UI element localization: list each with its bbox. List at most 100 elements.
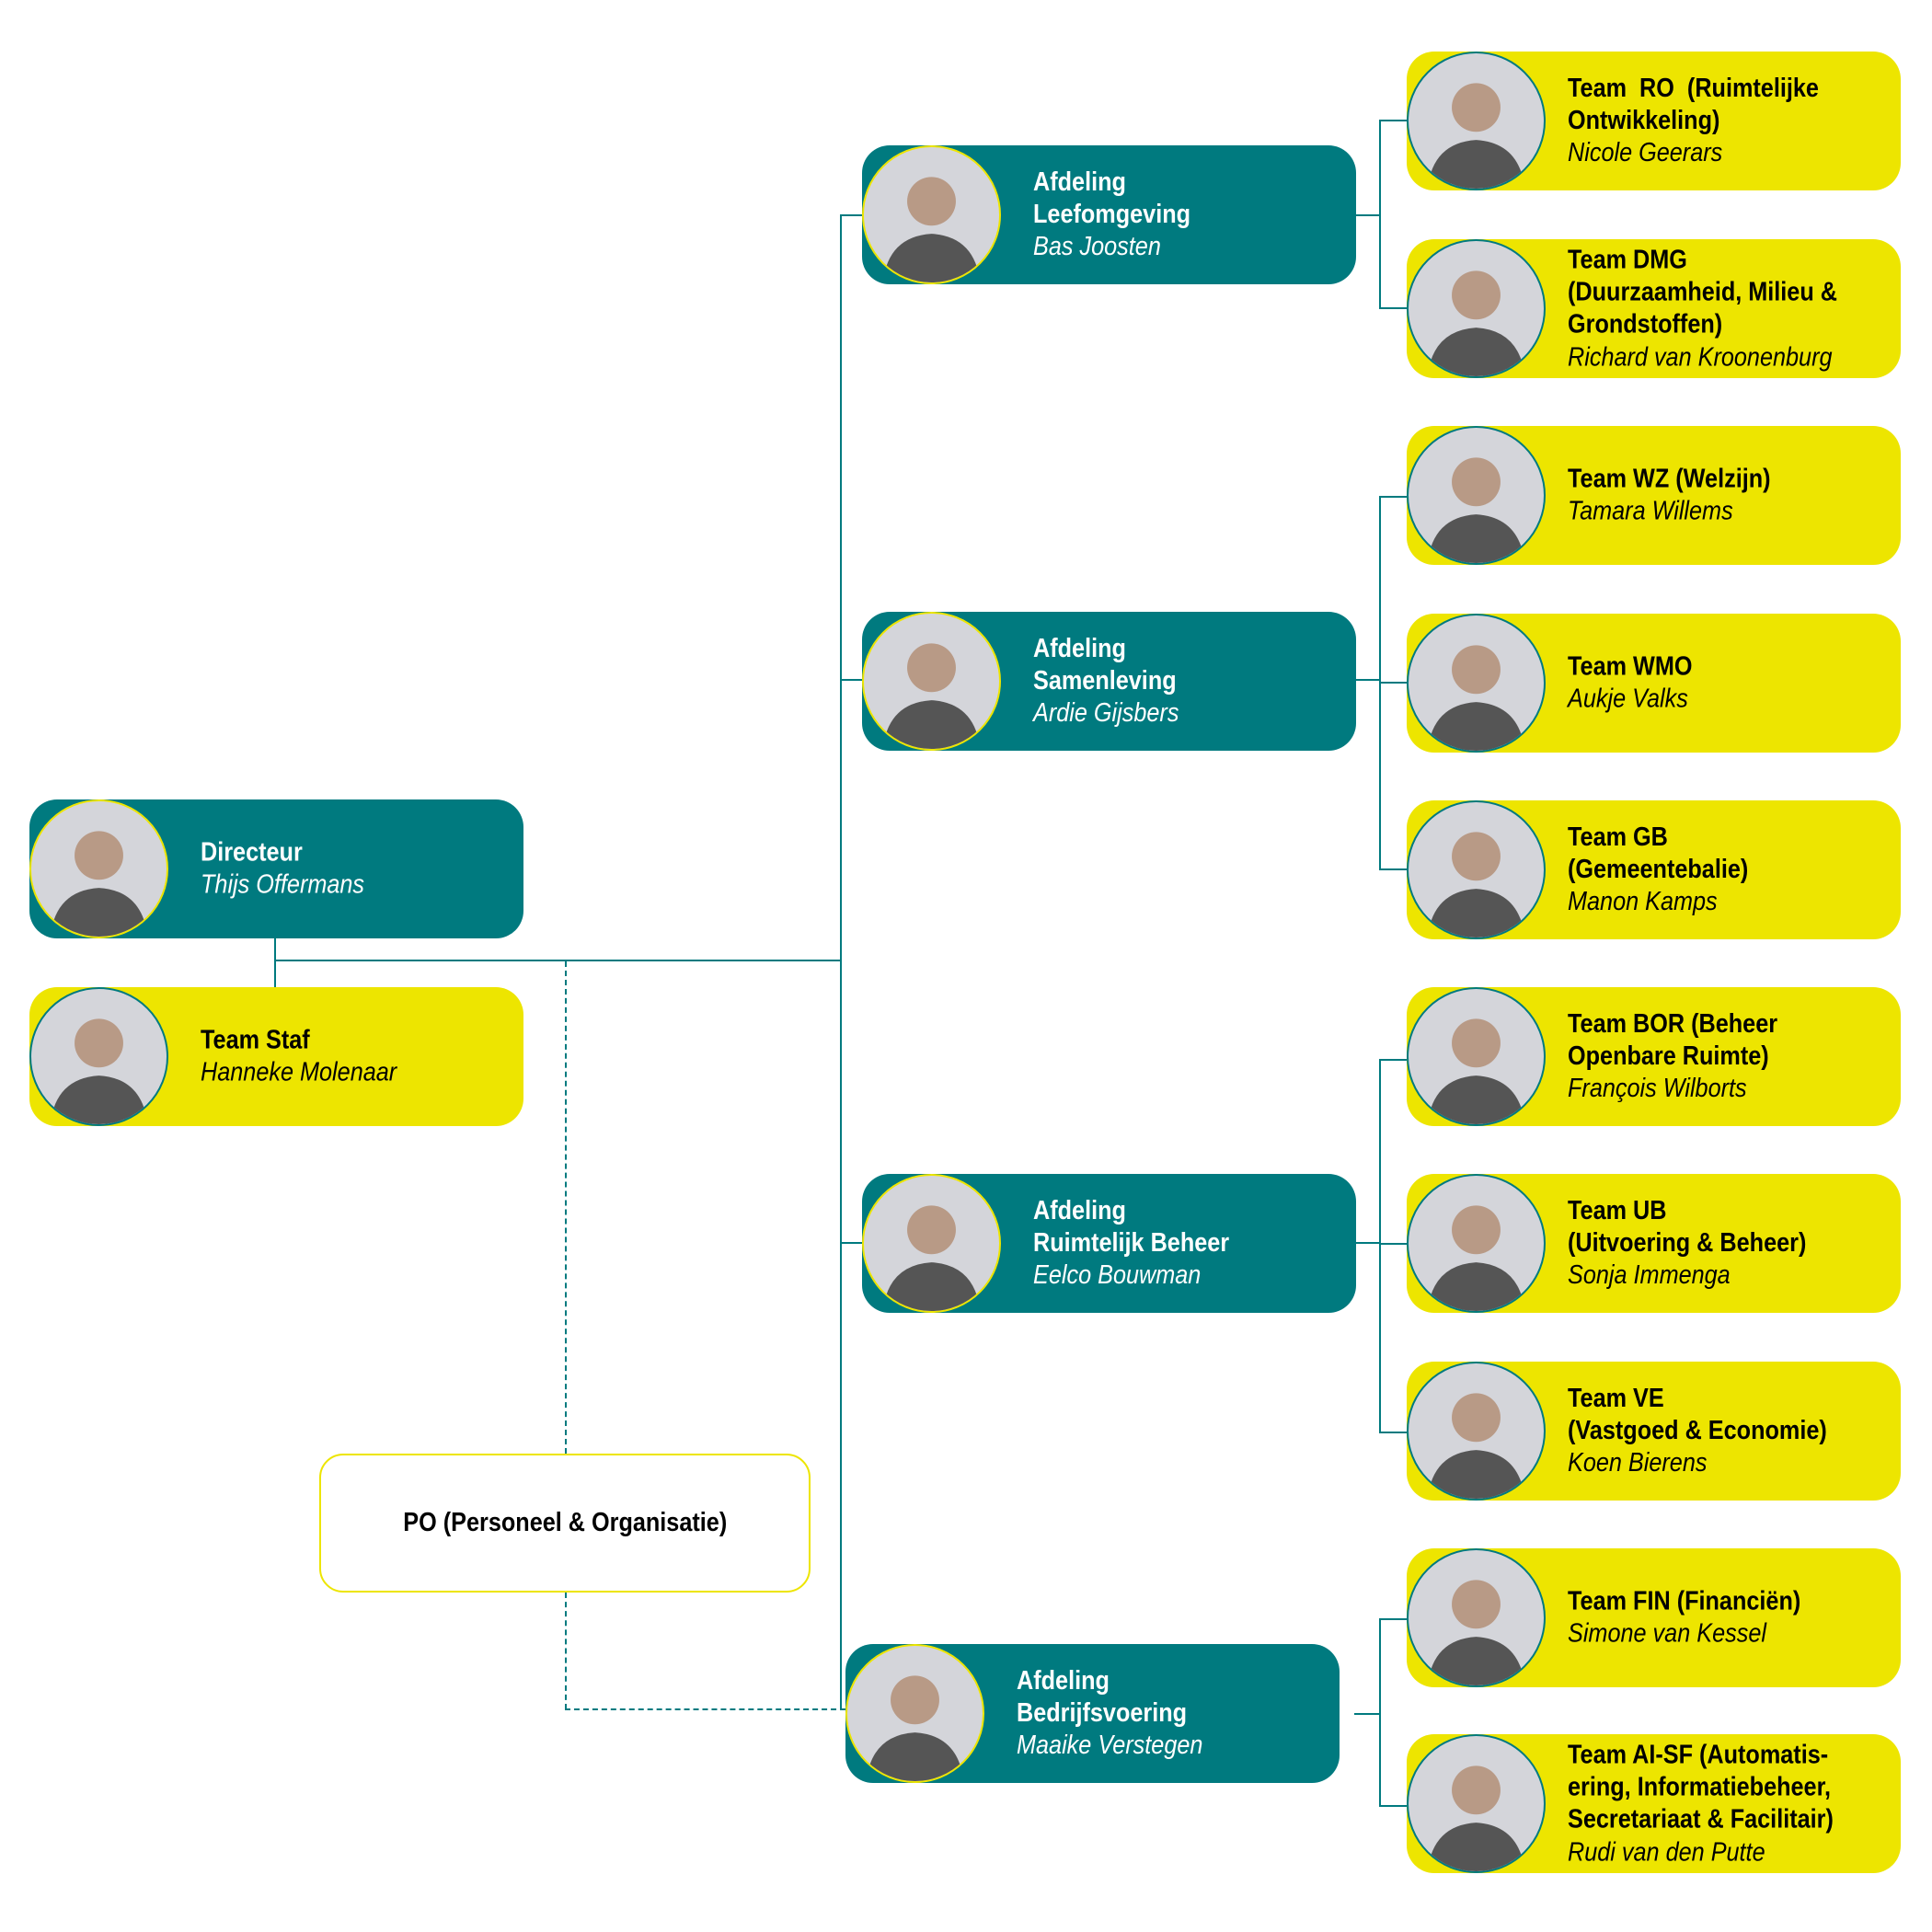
card-title: Team WZ (Welzijn)	[1568, 464, 1771, 494]
card-text: Team UB (Uitvoering & Beheer)Sonja Immen…	[1568, 1194, 1806, 1292]
team-card: Team RO (Ruimtelijke Ontwikkeling)Nicole…	[1407, 52, 1901, 190]
person-name: Maaike Verstegen	[1017, 1731, 1203, 1761]
card-text: Team AI-SF (Automatis- ering, Informatie…	[1568, 1739, 1834, 1869]
connector-director-staff	[274, 938, 276, 987]
person-photo	[862, 612, 1001, 751]
connector-team-branch	[1379, 496, 1407, 498]
card-title: Team Staf	[201, 1025, 310, 1055]
connector-team-branch	[1379, 307, 1407, 309]
card-title: Team WMO	[1568, 651, 1693, 682]
connector-teams-3-vertical	[1379, 1059, 1381, 1432]
team-card: Team UB (Uitvoering & Beheer)Sonja Immen…	[1407, 1174, 1901, 1313]
connector-po-dashed-bottom	[565, 1593, 567, 1709]
card-text: Team BOR (Beheer Openbare Ruimte)Françoi…	[1568, 1007, 1777, 1105]
person-photo	[1407, 52, 1546, 190]
connector-team-branch	[1379, 1059, 1407, 1061]
card-text: Team RO (Ruimtelijke Ontwikkeling)Nicole…	[1568, 72, 1819, 169]
person-name: Sonja Immenga	[1568, 1260, 1731, 1291]
connector-team-branch	[1379, 682, 1407, 684]
connector-team-branch	[1379, 120, 1407, 121]
connector-teams-1-stub	[1356, 214, 1380, 216]
person-photo	[1407, 1174, 1546, 1313]
card-text: Team VE (Vastgoed & Economie)Koen Bieren…	[1568, 1382, 1827, 1479]
person-name: Ardie Gijsbers	[1033, 698, 1179, 729]
card-text: Team WZ (Welzijn)Tamara Willems	[1568, 463, 1771, 528]
person-name: Koen Bierens	[1568, 1448, 1708, 1478]
card-text: Team GB (Gemeentebalie)Manon Kamps	[1568, 821, 1748, 918]
person-name: Richard van Kroonenburg	[1568, 341, 1833, 372]
card-title: Team RO (Ruimtelijke Ontwikkeling)	[1568, 73, 1819, 135]
connector-po-dashed-top	[565, 961, 567, 1454]
connector-teams-2-stub	[1356, 679, 1380, 681]
person-photo	[29, 987, 168, 1126]
card-title: Team BOR (Beheer Openbare Ruimte)	[1568, 1008, 1778, 1071]
card-title: Team FIN (Financiën)	[1568, 1586, 1801, 1616]
card-title: Directeur	[201, 837, 303, 868]
card-title: Team DMG (Duurzaamheid, Milieu & Grondst…	[1568, 244, 1837, 339]
person-name: Aukje Valks	[1568, 684, 1688, 714]
person-photo	[1407, 987, 1546, 1126]
connector-director-horizontal	[274, 960, 842, 961]
connector-dept-2	[840, 679, 864, 681]
connector-team-branch	[1379, 1243, 1407, 1245]
person-photo	[1407, 1362, 1546, 1501]
connector-team-branch	[1379, 1805, 1407, 1807]
team-card: Team WZ (Welzijn)Tamara Willems	[1407, 426, 1901, 565]
person-name: Eelco Bouwman	[1033, 1260, 1202, 1291]
team-card: Team GB (Gemeentebalie)Manon Kamps	[1407, 800, 1901, 939]
person-photo	[845, 1644, 984, 1783]
card-title: Team VE (Vastgoed & Economie)	[1568, 1383, 1827, 1445]
person-name: Thijs Offermans	[201, 869, 365, 900]
person-photo	[1407, 1548, 1546, 1687]
card-title: Team UB (Uitvoering & Beheer)	[1568, 1195, 1807, 1258]
card-title: Afdeling Bedrijfsvoering	[1017, 1665, 1188, 1728]
connector-teams-4-stub	[1354, 1713, 1380, 1715]
connector-teams-3-stub	[1356, 1242, 1380, 1244]
card-title: Afdeling Samenleving	[1033, 633, 1177, 696]
card-title: Team GB (Gemeentebalie)	[1568, 822, 1749, 884]
person-photo	[1407, 426, 1546, 565]
card-text: Team DMG (Duurzaamheid, Milieu & Grondst…	[1568, 244, 1837, 374]
team-card: Team BOR (Beheer Openbare Ruimte)Françoi…	[1407, 987, 1901, 1126]
person-name: Simone van Kessel	[1568, 1618, 1766, 1649]
person-photo	[1407, 800, 1546, 939]
connector-team-branch	[1379, 1432, 1407, 1433]
person-name: Bas Joosten	[1033, 232, 1161, 262]
connector-teams-4-vertical	[1379, 1618, 1381, 1807]
person-name: Manon Kamps	[1568, 887, 1718, 917]
team-card: Team DMG (Duurzaamheid, Milieu & Grondst…	[1407, 239, 1901, 378]
connector-main-vertical	[840, 215, 842, 1710]
connector-dept-3	[840, 1242, 864, 1244]
person-photo	[862, 145, 1001, 284]
team-card: Team FIN (Financiën)Simone van Kessel	[1407, 1548, 1901, 1687]
card-text: Team FIN (Financiën)Simone van Kessel	[1568, 1585, 1800, 1650]
card-title: Afdeling Leefomgeving	[1033, 167, 1191, 229]
connector-po-dashed-horizontal	[565, 1708, 845, 1710]
connector-dept-1	[840, 214, 864, 216]
connector-team-branch	[1379, 1618, 1407, 1620]
person-photo	[29, 799, 168, 938]
person-photo	[1407, 239, 1546, 378]
person-name: Rudi van den Putte	[1568, 1836, 1765, 1867]
team-card: Team VE (Vastgoed & Economie)Koen Bieren…	[1407, 1362, 1901, 1501]
team-card: Team AI-SF (Automatis- ering, Informatie…	[1407, 1734, 1901, 1873]
person-name: Hanneke Molenaar	[201, 1057, 397, 1087]
person-photo	[1407, 1734, 1546, 1873]
person-photo	[862, 1174, 1001, 1313]
card-title: Team AI-SF (Automatis- ering, Informatie…	[1568, 1739, 1834, 1834]
po-box: PO (Personeel & Organisatie)	[319, 1454, 811, 1593]
person-name: François Wilborts	[1568, 1074, 1747, 1104]
po-label: PO (Personeel & Organisatie)	[403, 1508, 727, 1537]
